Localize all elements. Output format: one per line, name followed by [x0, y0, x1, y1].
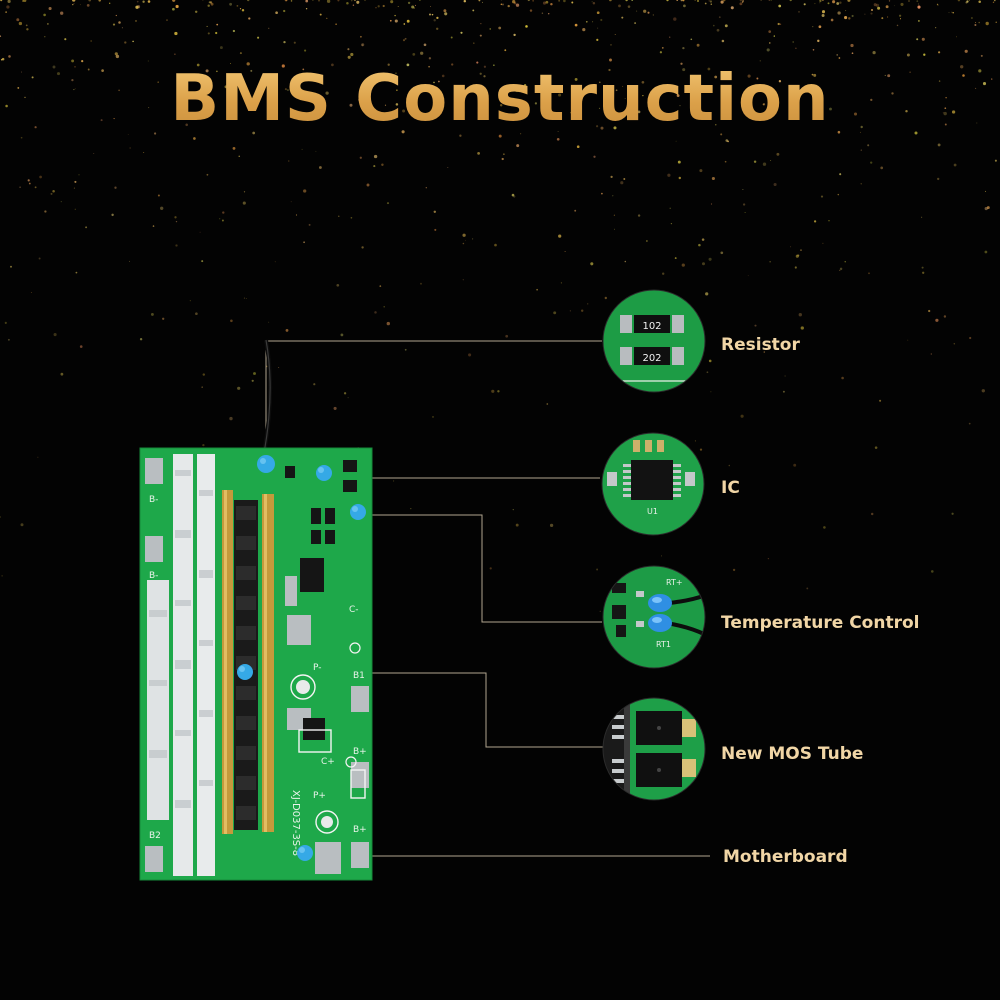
board-model-label: XJ-D037-3S-8: [290, 790, 301, 856]
temperature-control-closeup: RT+ RT1: [602, 565, 706, 669]
component-label-ic: IC: [721, 478, 740, 498]
pad-label-b-minus-2: B-: [149, 571, 158, 581]
mos-tube-closeup: [602, 697, 706, 801]
pad-label-p-minus: P-: [313, 663, 321, 673]
page-title: BMS Construction: [0, 62, 1000, 136]
pad-label-b1: B1: [353, 671, 365, 681]
pad-label-c-plus: C+: [321, 757, 335, 767]
bms-circuit-board: B- B- B2 B1 B+ B+ P- P+ C- C+ XJ-D037-3S…: [139, 339, 373, 881]
pad-label-b-minus-1: B-: [149, 495, 158, 505]
resistor-closeup: 102 202: [602, 289, 706, 393]
temp-code-rt1: RT1: [656, 640, 671, 649]
ic-closeup: U1: [601, 432, 705, 536]
pad-label-p-plus: P+: [313, 791, 326, 801]
pad-label-b2: B2: [149, 831, 161, 841]
resistor-code-202: 202: [642, 353, 661, 364]
component-label-temperature-control: Temperature Control: [721, 613, 920, 633]
pad-label-b-plus-2: B+: [353, 825, 367, 835]
leader-line-temperature-control: [362, 514, 602, 623]
component-label-motherboard: Motherboard: [723, 847, 848, 867]
component-label-mos-tube: New MOS Tube: [721, 744, 864, 764]
pad-label-c-minus: C-: [349, 605, 359, 615]
component-label-resistor: Resistor: [721, 335, 800, 355]
pad-label-b-plus-1: B+: [353, 747, 367, 757]
temp-code-rt-plus: RT+: [666, 578, 683, 587]
ic-code-u1: U1: [647, 507, 658, 516]
resistor-code-102: 102: [642, 321, 661, 332]
